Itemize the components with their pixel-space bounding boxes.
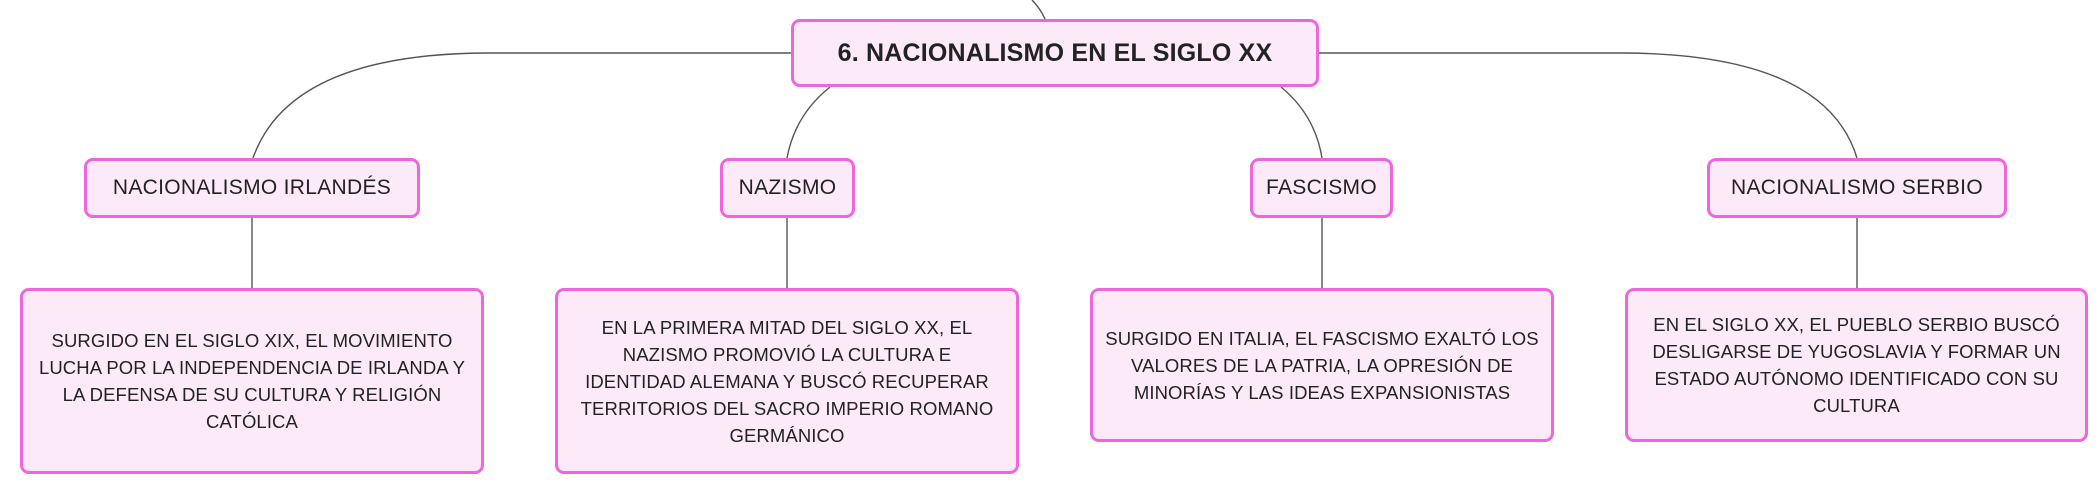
connector-root-parent xyxy=(1031,0,1046,20)
detail-nazism[interactable]: EN LA PRIMERA MITAD DEL SIGLO XX, EL NAZ… xyxy=(555,288,1019,474)
root-topic-label: 6. NACIONALISMO EN EL SIGLO XX xyxy=(837,38,1273,67)
detail-fascism[interactable]: SURGIDO EN ITALIA, EL FASCISMO EXALTÓ LO… xyxy=(1090,288,1554,442)
branch-nazism[interactable]: NAZISMO xyxy=(720,158,855,218)
detail-serbian-nationalism[interactable]: EN EL SIGLO XX, EL PUEBLO SERBIO BUSCÓ D… xyxy=(1625,288,2088,442)
connector-root-to-fascism xyxy=(1280,86,1323,159)
branch-irish-nationalism[interactable]: NACIONALISMO IRLANDÉS xyxy=(84,158,420,218)
detail-text: EN LA PRIMERA MITAD DEL SIGLO XX, EL NAZ… xyxy=(580,316,994,446)
connector-root-to-irish xyxy=(252,52,791,159)
connector-root-to-nazism xyxy=(786,86,831,159)
branch-label: NACIONALISMO SERBIO xyxy=(1731,176,1983,199)
detail-irish-nationalism[interactable]: SURGIDO EN EL SIGLO XIX, EL MOVIMIENTO L… xyxy=(20,288,484,474)
branch-serbian-nationalism[interactable]: NACIONALISMO SERBIO xyxy=(1707,158,2007,218)
branch-fascism[interactable]: FASCISMO xyxy=(1250,158,1393,218)
branch-label: NACIONALISMO IRLANDÉS xyxy=(112,176,392,199)
detail-text: SURGIDO EN EL SIGLO XIX, EL MOVIMIENTO L… xyxy=(38,330,466,432)
branch-label: NAZISMO xyxy=(738,176,837,199)
root-topic[interactable]: 6. NACIONALISMO EN EL SIGLO XX xyxy=(791,19,1319,87)
connector-root-to-serbian xyxy=(1319,52,1858,159)
detail-text: SURGIDO EN ITALIA, EL FASCISMO EXALTÓ LO… xyxy=(1105,327,1539,403)
branch-label: FASCISMO xyxy=(1266,176,1377,199)
detail-text: EN EL SIGLO XX, EL PUEBLO SERBIO BUSCÓ D… xyxy=(1652,314,2061,416)
